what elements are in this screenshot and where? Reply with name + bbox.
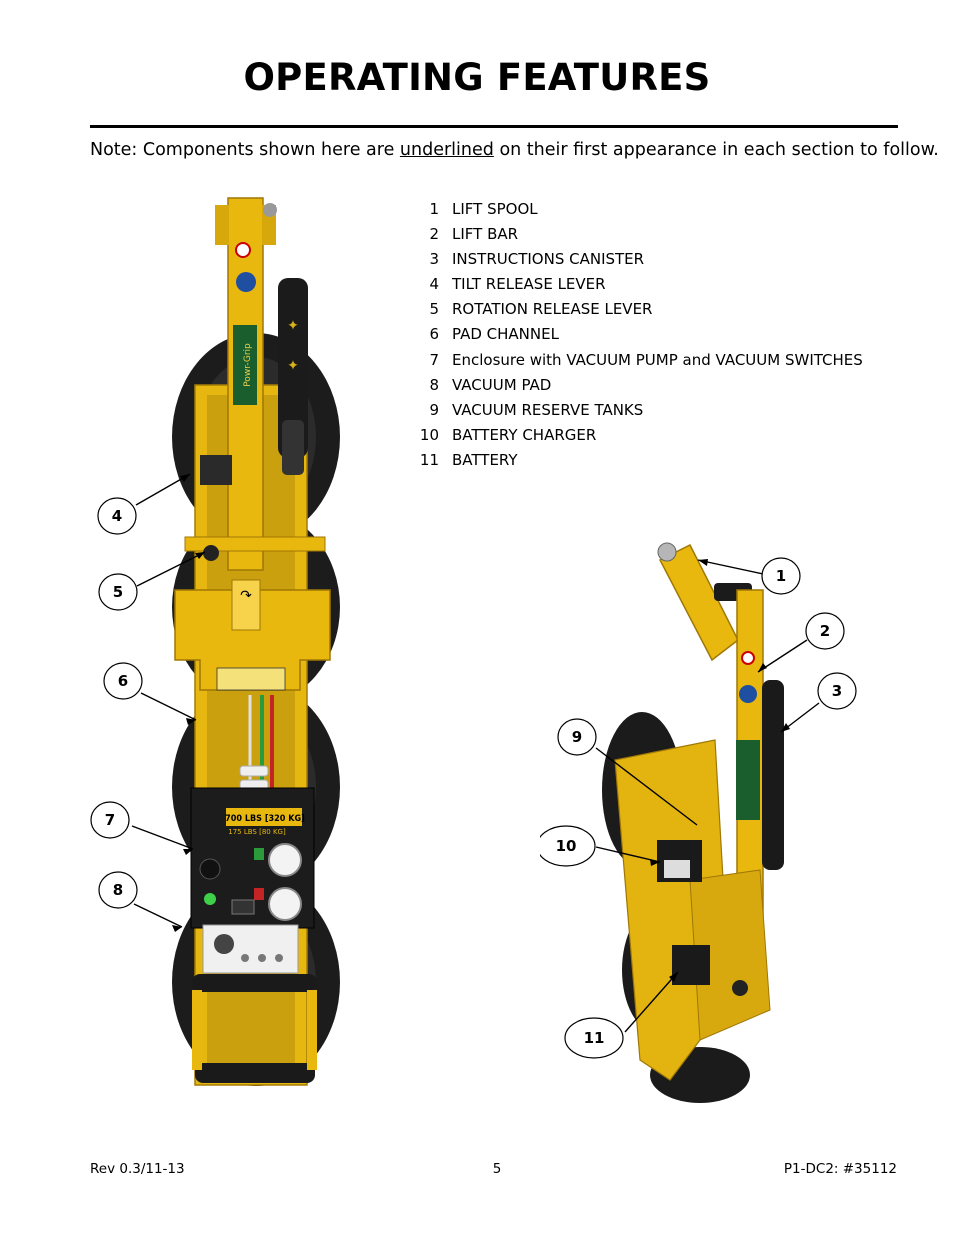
list-item: 8 VACUUM PAD [412,374,863,399]
svg-text:↷: ↷ [240,588,252,604]
instructions-canister: ✦ ✦ [278,278,308,475]
part-number: 7 [429,350,439,369]
callout-3: 3 [832,682,842,700]
note-text: Note: Components shown here are underlin… [90,140,939,160]
callout-6: 6 [118,672,128,690]
note-underlined: underlined [399,140,494,160]
part-label: TILT RELEASE LEVER [452,275,606,294]
list-item: 2 LIFT BAR [412,223,863,248]
part-number: 1 [429,200,439,218]
list-item: 9 VACUUM RESERVE TANKS [412,399,863,424]
list-item: 6 PAD CHANNEL [412,323,863,348]
part-label: Enclosure with VACUUM PUMP and VACUUM SW… [452,350,863,369]
part-label: PAD CHANNEL [452,325,559,344]
page-title: OPERATING FEATURES [243,56,711,99]
part-number: 2 [429,225,439,244]
tilt-release-lever [200,455,232,485]
callout-2: 2 [820,622,830,640]
lift-bar: Powr-Grip [215,197,277,571]
part-label: VACUUM RESERVE TANKS [452,400,644,419]
footer-doc-id: P1-DC2: #35112 [783,1161,897,1177]
part-number: 3 [429,250,439,269]
enclosure-capacity-label: 700 LBS [320 KG] [225,814,305,824]
enclosure-capacity2-label: 175 LBS [80 KG] [228,828,286,836]
list-item: 3 INSTRUCTIONS CANISTER [412,248,863,273]
callout-4: 4 [112,507,122,525]
part-label: ROTATION RELEASE LEVER [452,300,653,319]
part-label: BATTERY [452,450,518,469]
parts-list: 1 LIFT SPOOL 2 LIFT BAR 3 INSTRUCTIONS CANI… [412,198,863,474]
part-number: 4 [429,275,439,294]
side-callouts: 1 2 3 9 10 11 [540,557,857,1059]
part-label: BATTERY CHARGER [452,425,597,444]
footer-page-number: 5 [492,1161,502,1177]
note-suffix: on their first appearance in each sectio… [493,140,939,160]
list-item: 1 LIFT SPOOL [412,198,863,223]
part-label: INSTRUCTIONS CANISTER [452,250,645,269]
side-view-figure: 1 2 3 9 10 11 [540,542,857,1103]
callout-1: 1 [776,567,786,585]
rotation-plate: ↷ [174,536,331,691]
list-item: 5 ROTATION RELEASE LEVER [412,298,863,323]
front-view-figure: ✦ ✦ Powr-Grip ↷ 700 LBS [320 KG] 175 LBS… [90,197,340,1086]
svg-text:✦: ✦ [287,358,299,374]
part-number: 10 [419,425,439,444]
front-callouts: 4 5 6 7 8 [90,497,143,909]
callout-8: 8 [113,881,123,899]
battery-side [672,945,710,985]
list-item: 11 BATTERY [412,449,863,474]
list-item: 7 Enclosure with VACUUM PUMP and VACUUM S… [412,349,863,374]
instructions-canister-side [762,680,784,870]
callout-10: 10 [556,837,577,855]
callout-9: 9 [572,728,582,746]
callout-11: 11 [584,1029,605,1047]
part-label: LIFT SPOOL [452,200,538,218]
footer-revision: Rev 0.3/11-13 [90,1161,185,1177]
part-label: LIFT BAR [452,225,519,244]
enclosure: 700 LBS [320 KG] 175 LBS [80 KG] [190,787,315,929]
part-number: 9 [429,400,439,419]
title-rule [90,125,898,128]
part-number: 8 [429,375,439,394]
part-label: VACUUM PAD [452,375,552,394]
part-number: 11 [419,450,439,469]
part-number: 6 [429,325,439,344]
list-item: 10 BATTERY CHARGER [412,424,863,449]
callout-7: 7 [105,811,115,829]
svg-text:✦: ✦ [287,318,299,334]
list-item: 4 TILT RELEASE LEVER [412,273,863,298]
svg-text:Powr-Grip: Powr-Grip [243,343,253,387]
part-number: 5 [429,300,439,319]
callout-5: 5 [113,583,123,601]
note-prefix: Note: Components shown here are [90,140,400,160]
